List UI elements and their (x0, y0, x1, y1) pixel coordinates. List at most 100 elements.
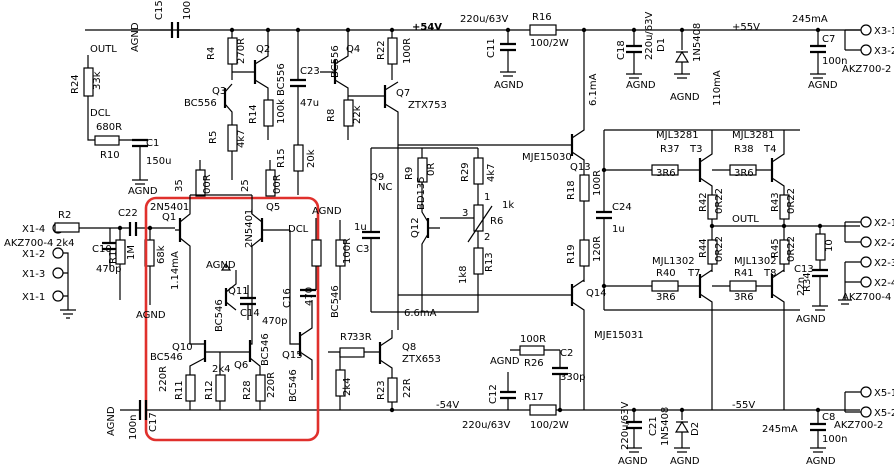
label-q8: Q8 (402, 342, 416, 353)
label-r13: R13 (484, 252, 495, 272)
label-r22v: 100R (402, 38, 413, 64)
label-agnd-c13: AGND (796, 314, 826, 325)
rail-neg55-label: -55V (732, 400, 755, 411)
label-agnd-mid: AGND (490, 356, 520, 367)
r10-resistor (94, 135, 120, 146)
label-r45v: 0R22 (786, 236, 797, 262)
label-p1: 1 (484, 192, 490, 203)
label-r44v: 0R22 (714, 236, 725, 262)
d1-diode (674, 30, 690, 79)
r5-resistor (227, 124, 238, 180)
label-r17v: 100/2W (530, 420, 569, 431)
label-akz5: AKZ700-2 (834, 420, 883, 431)
c22-capacitor (100, 222, 175, 236)
label-r38v: 3R6 (734, 168, 754, 179)
t8-transistor (770, 269, 785, 410)
label-bc546d: BC546 (288, 369, 299, 402)
label-p3: 3 (462, 208, 468, 219)
label-r43v: 0R22 (786, 188, 797, 214)
label-r14: R14 (248, 104, 259, 124)
label-x22: X2-2 (874, 238, 894, 249)
label-bc546a: BC546 (214, 299, 225, 332)
label-c8v: 100n (822, 434, 847, 445)
label-c3v: 1u (354, 222, 367, 233)
c23-capacitor (290, 30, 306, 145)
c11-capacitor (500, 30, 516, 77)
x5-connectors (844, 386, 872, 418)
c14-capacitor (240, 285, 256, 320)
label-outlr: OUTL (732, 214, 759, 225)
label-q4: Q4 (346, 44, 360, 55)
label-akz3: AKZ700-2 (842, 64, 891, 75)
label-r100: 100R (342, 238, 353, 264)
label-p2: 2 (484, 232, 490, 243)
label-r22: R22 (376, 40, 387, 60)
q9-transistor (371, 147, 422, 313)
r22-resistor (387, 30, 398, 80)
label-c2v: 330p (560, 372, 585, 383)
c10-capacitor (102, 228, 118, 270)
label-r38: R38 (734, 144, 754, 155)
label-q2: Q2 (256, 44, 270, 55)
c1-capacitor (120, 138, 148, 185)
label-c21v: 220u/63V (620, 401, 631, 450)
label-c12: C12 (488, 384, 499, 404)
label-c1v: 150u (146, 156, 171, 167)
r15-resistor (293, 144, 304, 195)
q12-transistor (421, 196, 440, 312)
c18-capacitor (626, 30, 642, 79)
r16-resistor (529, 24, 557, 36)
label-r28: R28 (242, 380, 253, 400)
label-r10: R10 (100, 150, 120, 161)
label-r11v: 220R (158, 366, 169, 392)
label-agnd-d1: AGND (670, 92, 700, 103)
label-c15: C15 (154, 0, 165, 20)
label-r26: R26 (524, 358, 544, 369)
label-q13t: MJE15030 (522, 152, 572, 163)
label-d2: D2 (690, 422, 701, 436)
label-r42v: 0R22 (714, 188, 725, 214)
label-c11v: 220u/63V (460, 14, 509, 25)
label-r43: R43 (770, 192, 781, 212)
label-r45: R45 (770, 238, 781, 258)
label-i114: 1.14mA (170, 251, 181, 290)
label-akz1: AKZ700-4 (4, 238, 53, 249)
label-agnd-c17: AGND (106, 406, 117, 436)
c13-capacitor (812, 268, 828, 311)
label-q11: Q11 (228, 286, 249, 297)
label-r40v: 3R6 (656, 292, 676, 303)
label-r26v: 100R (520, 334, 546, 345)
r19-resistor (579, 239, 590, 282)
r11-resistor (185, 374, 196, 410)
c2-capacitor (552, 350, 568, 410)
label-x11: X1-1 (22, 292, 45, 303)
label-c21: C21 (648, 416, 659, 436)
label-r12v: 2k4 (212, 364, 231, 375)
label-r34: R34 (802, 272, 813, 292)
label-x32: X3-2 (874, 46, 894, 57)
r7-resistor (328, 347, 380, 358)
q11-transistor (220, 262, 237, 311)
label-c10: C10 (92, 244, 112, 255)
label-r44: R44 (698, 238, 709, 258)
r2-resistor (54, 222, 80, 233)
label-r9v: 0R (426, 163, 437, 176)
label-q3: Q3 (212, 86, 226, 97)
label-c13v: 22n (796, 277, 807, 296)
r-100r-resistor (335, 220, 346, 300)
label-r29v: 4k7 (486, 163, 497, 182)
r9-resistor (417, 148, 428, 196)
label-bd135: BD135 (416, 176, 427, 210)
label-c7v: 100n (822, 56, 847, 67)
label-r2k4: 2k4 (342, 377, 353, 396)
label-r6: R6 (490, 216, 503, 227)
label-agnd-q15: AGND (312, 206, 342, 217)
r25-resistor (265, 160, 276, 197)
label-r14v: 100k (276, 99, 287, 124)
label-i110: 110mA (712, 70, 723, 106)
label-r00a: 00R (202, 174, 213, 194)
label-q9: Q9 (370, 172, 384, 183)
label-bc546e: BC546 (330, 285, 341, 318)
label-c22: C22 (118, 208, 138, 219)
label-r24v: 33k (92, 71, 103, 90)
